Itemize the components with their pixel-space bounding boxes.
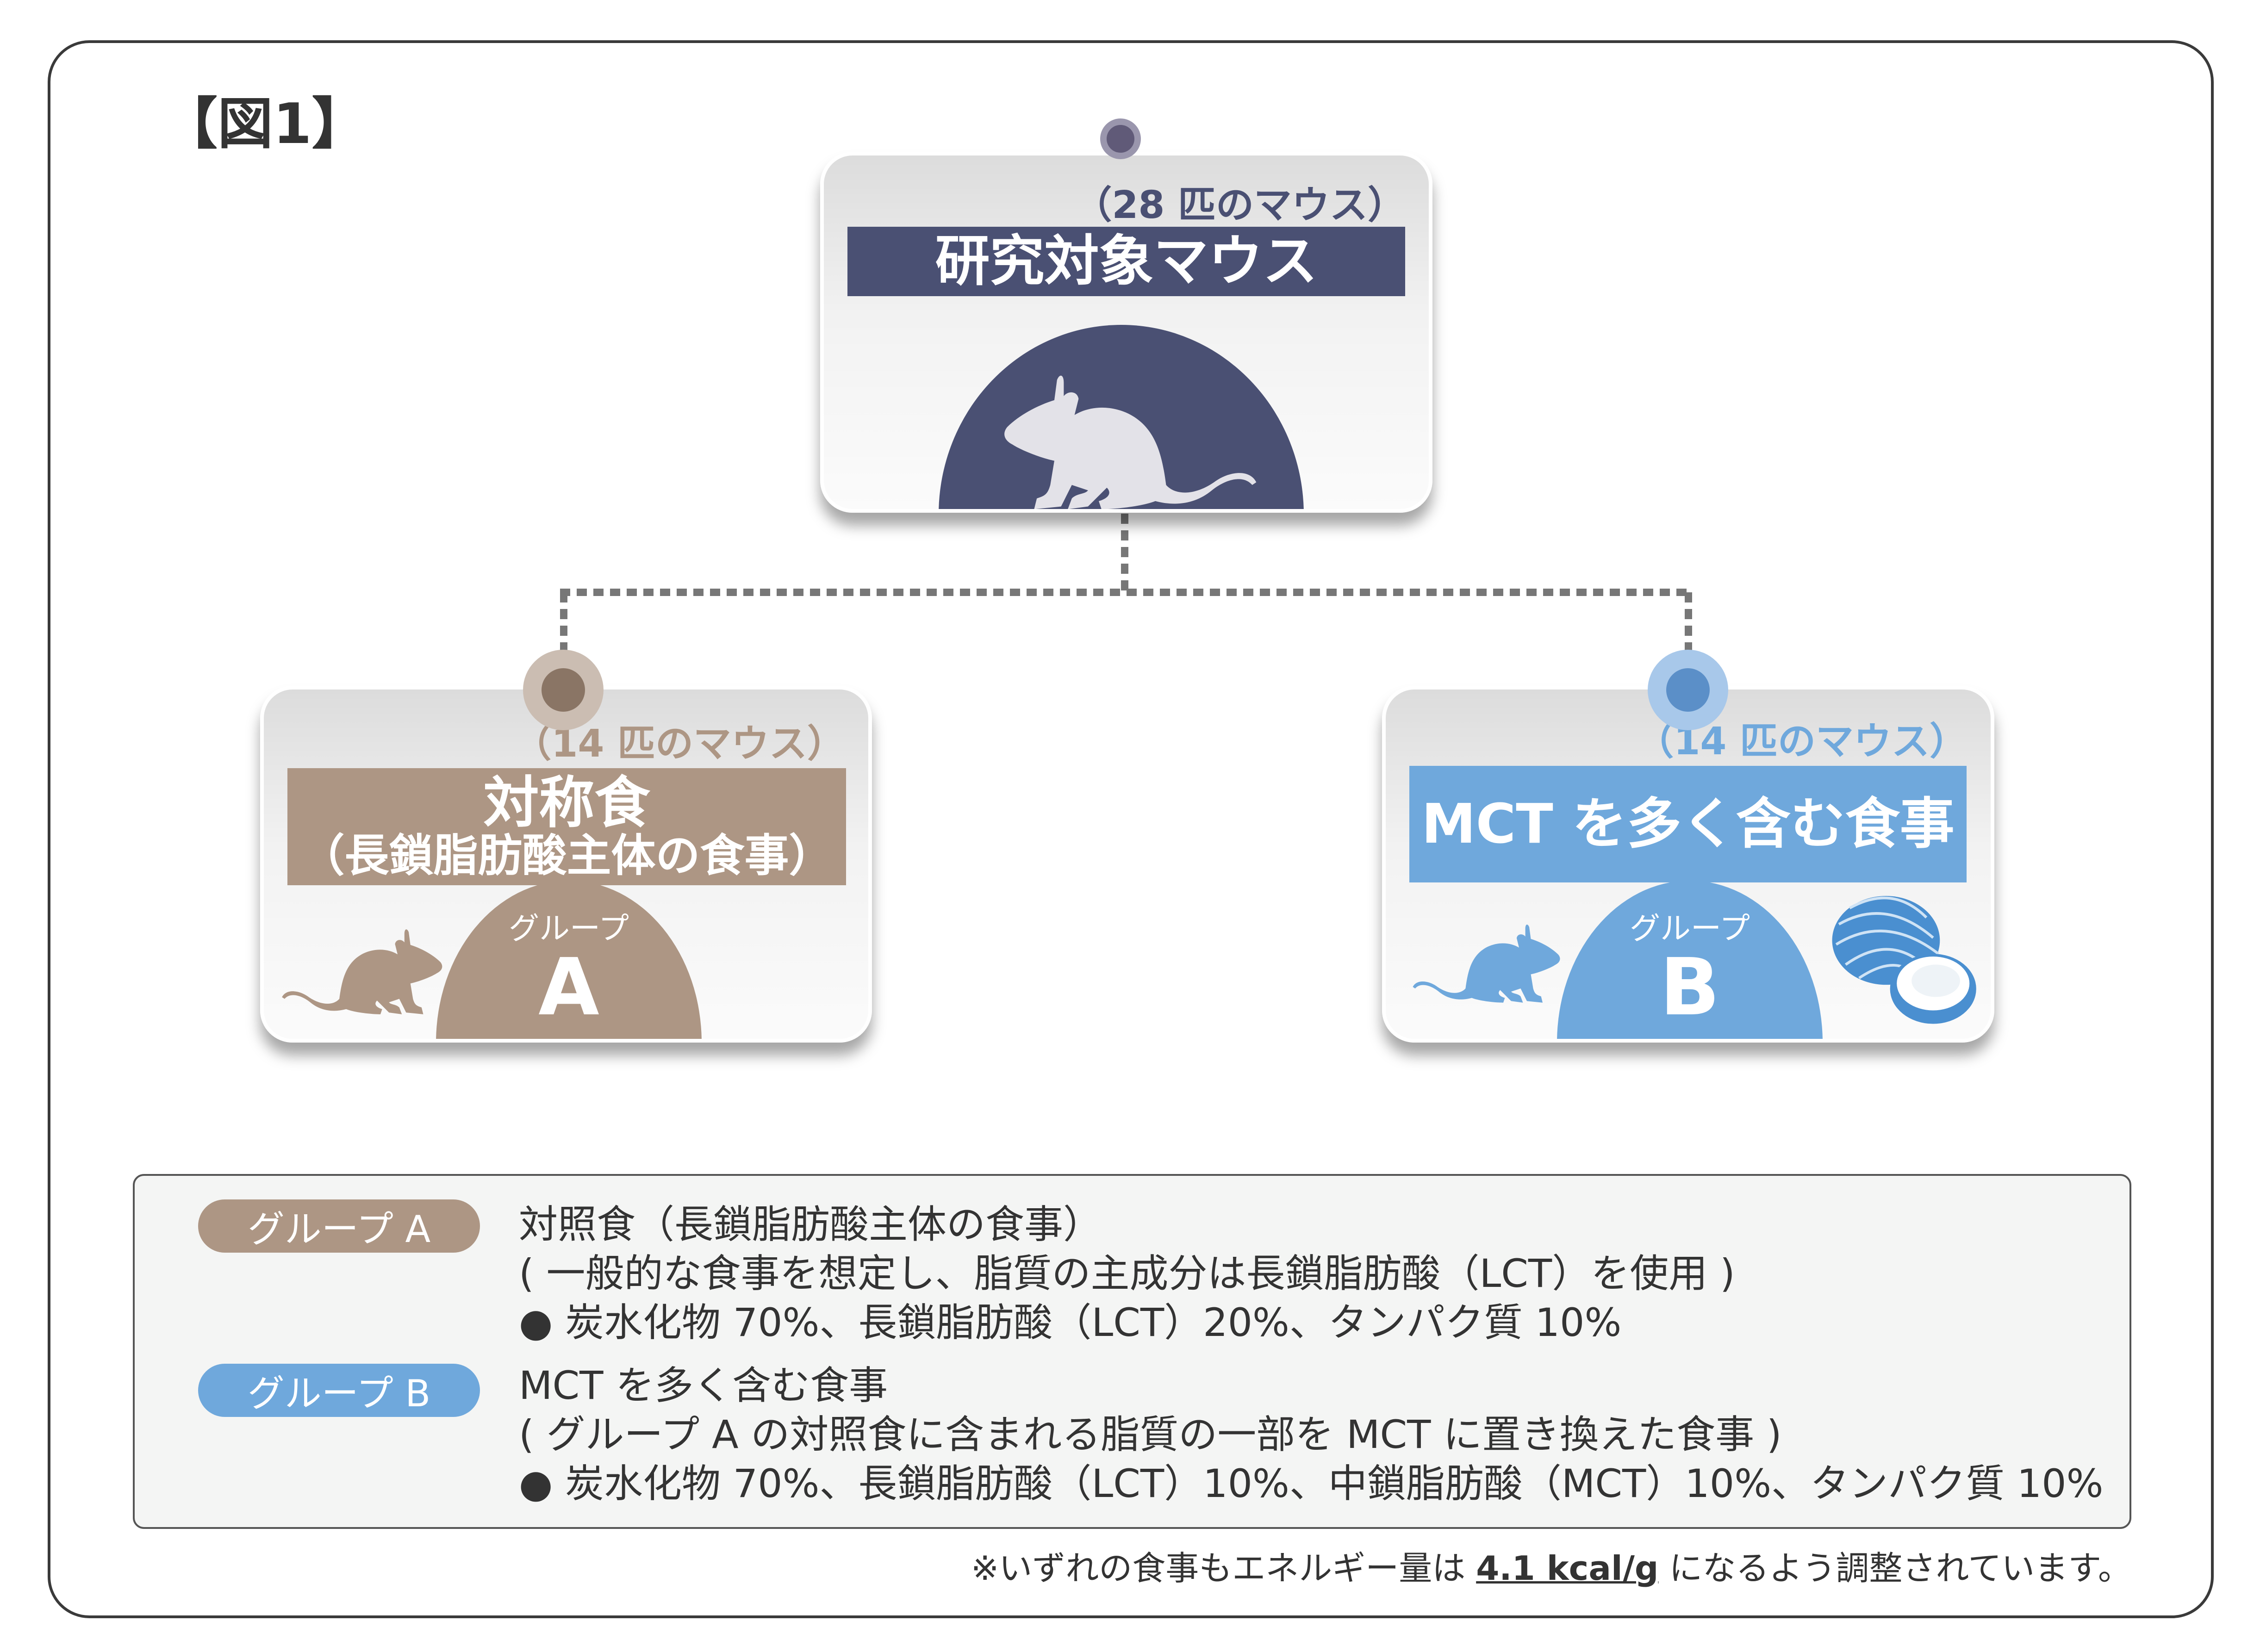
legend-line: ● 炭水化物 70%、長鎖脂肪酸（LCT）10%、中鎖脂肪酸（MCT）10%、タ… (519, 1461, 2104, 1506)
dome (939, 325, 1304, 509)
pin-icon (1100, 118, 1141, 159)
group-label: グループ (1629, 911, 1750, 946)
footnote-text: になるよう調整されています。 (1658, 1549, 2131, 1588)
group-dome: グループ B (1557, 881, 1823, 1039)
coconut-icon (1832, 896, 1976, 1024)
figure-frame (48, 40, 2214, 1618)
energy-value: 4.1 kcal/g (1476, 1549, 1659, 1588)
group-b-description: MCT を多く含む食事 ( グループ A の対照食に含まれる脂質の一部を MCT… (519, 1361, 2103, 1508)
legend-line: 対照食（長鎖脂肪酸主体の食事） (519, 1202, 1102, 1247)
group-a-badge: グループ A (198, 1199, 480, 1253)
pin-icon (1648, 650, 1728, 730)
legend-line: ● 炭水化物 70%、長鎖脂肪酸（LCT）20%、タンパク質 10% (519, 1300, 1622, 1345)
card-title: 研究対象マウス (847, 227, 1405, 296)
footnote: ※いずれの食事もエネルギー量は 4.1 kcal/g になるよう調整されています… (971, 1541, 2131, 1590)
connector-line (560, 589, 1692, 596)
mouse-icon (1413, 925, 1560, 1003)
connector-line (1121, 514, 1128, 595)
group-letter: B (1660, 942, 1720, 1033)
legend-line: MCT を多く含む食事 (519, 1363, 888, 1408)
group-label: グループ (508, 911, 629, 946)
group-a-description: 対照食（長鎖脂肪酸主体の食事） ( 一般的な食事を想定し、脂質の主成分は長鎖脂肪… (519, 1200, 1735, 1347)
study-mice-card: （28 匹のマウス） 研究対象マウス (820, 152, 1432, 513)
card-title: MCT を多く含む食事 (1409, 766, 1967, 882)
group-b-badge: グループ B (198, 1364, 480, 1417)
legend-line: ( グループ A の対照食に含まれる脂質の一部を MCT に置き換えた食事 ) (519, 1412, 1782, 1457)
pin-icon (523, 650, 604, 730)
diet-name: 対称食 (483, 771, 650, 836)
mouse-icon (282, 929, 442, 1014)
group-letter: A (538, 942, 599, 1033)
diet-description: （長鎖脂肪酸主体の食事） (300, 830, 834, 882)
mouse-icon (1004, 375, 1257, 509)
group-a-card: （14 匹のマウス） 対称食 （長鎖脂肪酸主体の食事） グループ A (260, 686, 872, 1043)
card-title: 対称食 （長鎖脂肪酸主体の食事） (287, 768, 846, 885)
legend-line: ( 一般的な食事を想定し、脂質の主成分は長鎖脂肪酸（LCT）を使用 ) (519, 1251, 1735, 1296)
group-dome: グループ A (436, 881, 702, 1039)
mouse-count: （28 匹のマウス） (1074, 183, 1406, 227)
footnote-text: ※いずれの食事もエネルギー量は (971, 1549, 1476, 1588)
group-b-card: （14 匹のマウス） MCT を多く含む食事 グループ B (1382, 686, 1994, 1043)
legend-box: グループ A 対照食（長鎖脂肪酸主体の食事） ( 一般的な食事を想定し、脂質の主… (133, 1174, 2131, 1529)
figure-label: 【図1】 (162, 92, 367, 156)
